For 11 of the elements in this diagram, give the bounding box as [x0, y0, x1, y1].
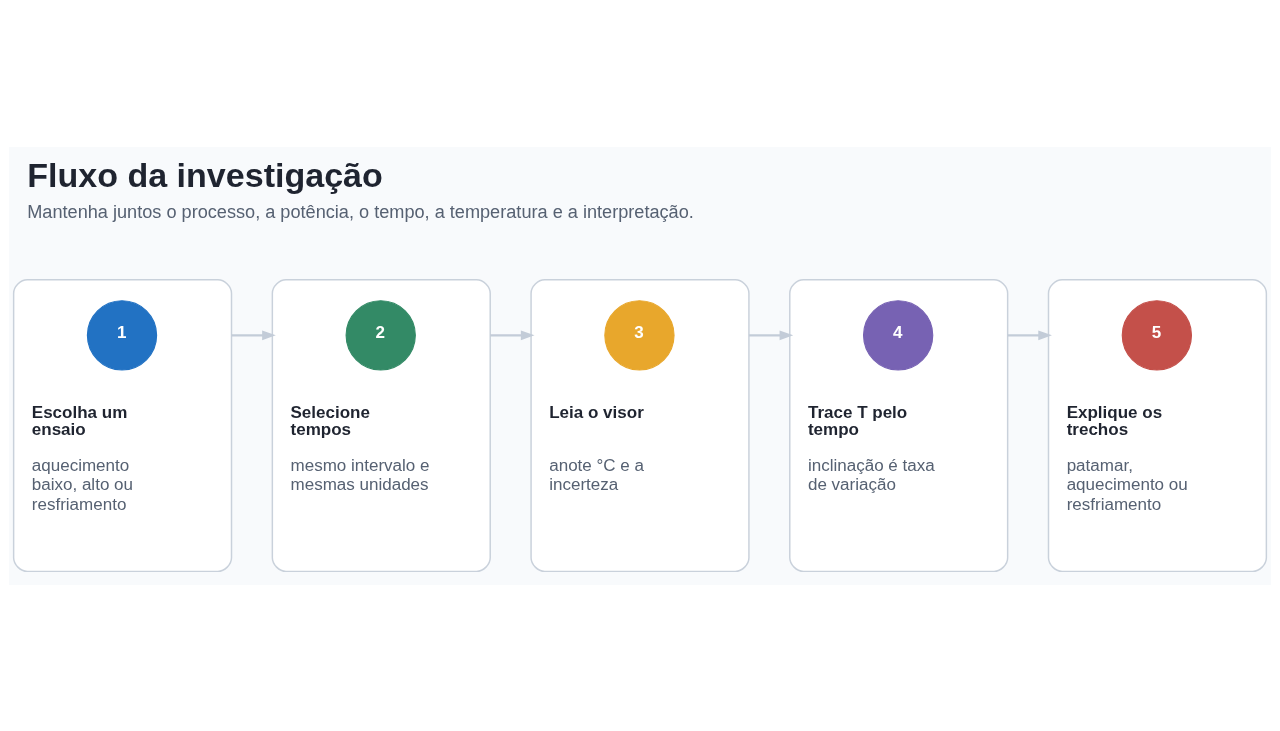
node-circle: 4	[862, 299, 934, 371]
arrow	[1007, 330, 1052, 340]
node-circle: 1	[86, 299, 158, 371]
arrow	[490, 330, 535, 340]
caption: Mantenha juntos o processo, a potência, o tempo, a temperatura e a interpretação.	[27, 201, 694, 222]
diagram-title: Fluxo da investigação	[27, 155, 383, 194]
node-circle: 5	[1121, 299, 1193, 371]
node-circle: 2	[345, 299, 416, 371]
arrow	[231, 330, 276, 340]
node-circle: 3	[604, 299, 675, 371]
arrow	[748, 330, 794, 340]
